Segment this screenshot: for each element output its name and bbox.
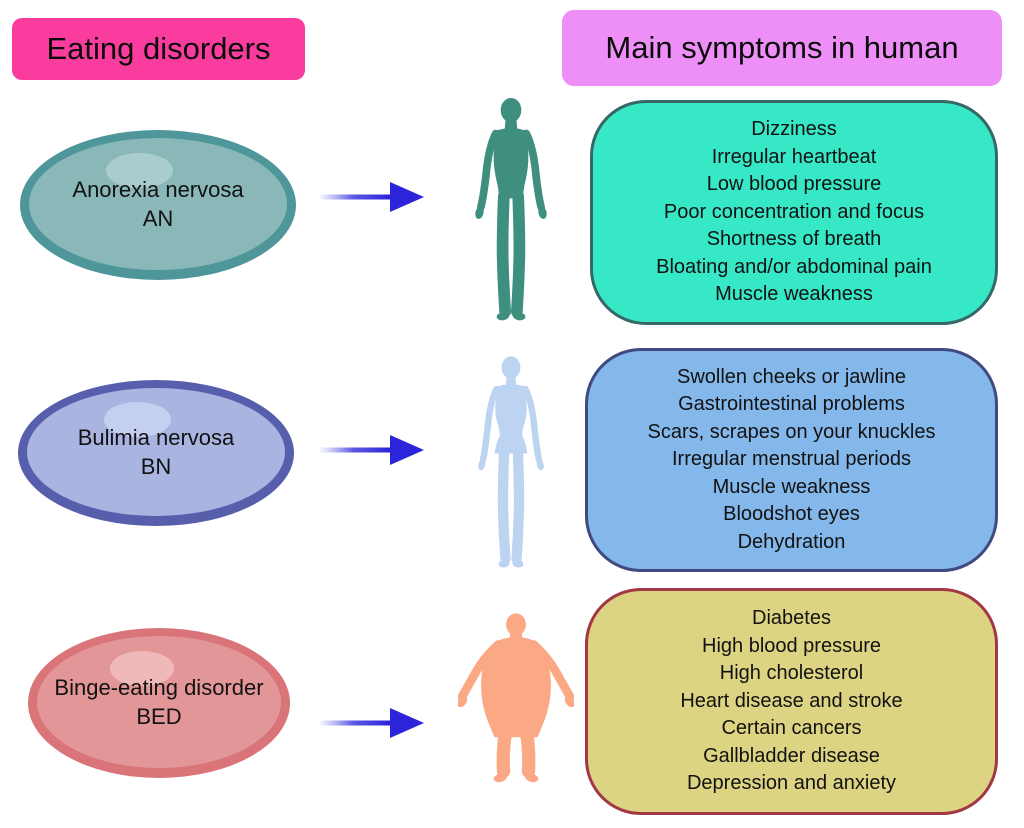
binge-eating-ellipse-inner: Binge-eating disorder BED (37, 636, 281, 768)
symptom-line: Low blood pressure (706, 173, 882, 196)
symptom-line: Certain cancers (721, 717, 862, 740)
thin-human-figure-icon (475, 97, 547, 321)
anorexia-ellipse-inner: Anorexia nervosa AN (29, 138, 287, 270)
slim-female-human-figure-icon (478, 356, 544, 568)
symptom-line: Gallbladder disease (703, 744, 880, 767)
disorder-name: Anorexia nervosa (72, 177, 244, 202)
symptom-line: High cholesterol (719, 662, 864, 685)
symptom-line: Diabetes (752, 607, 831, 630)
symptom-line: Irregular heartbeat (711, 145, 877, 168)
symptom-line: Muscle weakness (715, 283, 873, 306)
anorexia-ellipse: Anorexia nervosa AN (20, 130, 296, 280)
symptom-line: High blood pressure (702, 634, 881, 657)
ellipse-highlight (106, 152, 174, 189)
symptom-line: Scars, scrapes on your knuckles (647, 420, 936, 443)
symptom-line: Bloating and/or abdominal pain (656, 255, 932, 278)
disorder-name: Binge-eating disorder (54, 675, 264, 700)
arrow-icon (320, 708, 424, 738)
disorder-abbreviation: BED (136, 704, 182, 729)
symptom-line: Muscle weakness (712, 475, 871, 498)
disorder-name: Bulimia nervosa (77, 425, 235, 450)
eating-disorders-header: Eating disorders (12, 18, 305, 80)
main-symptoms-header: Main symptoms in human (562, 10, 1002, 86)
symptom-line: Dehydration (737, 530, 846, 553)
ellipse-highlight (104, 402, 172, 437)
disorder-abbreviation: AN (142, 206, 174, 231)
symptom-line: Shortness of breath (706, 228, 882, 251)
arrow-icon (320, 182, 424, 212)
symptom-line: Irregular menstrual periods (672, 448, 911, 471)
symptom-line: Poor concentration and focus (663, 200, 925, 223)
symptom-line: Dizziness (751, 118, 837, 141)
main-symptoms-header-label: Main symptoms in human (605, 30, 959, 65)
arrow-icon (320, 435, 424, 465)
bulimia-ellipse: Bulimia nervosa BN (18, 380, 294, 526)
symptom-line: Gastrointestinal problems (678, 393, 905, 416)
disorder-abbreviation: BN (140, 454, 172, 479)
symptom-line: Depression and anxiety (686, 772, 896, 795)
binge-eating-ellipse: Binge-eating disorder BED (28, 628, 290, 778)
overweight-human-figure-icon (458, 613, 574, 783)
eating-disorders-header-label: Eating disorders (46, 31, 271, 66)
symptom-line: Heart disease and stroke (680, 689, 903, 712)
symptom-line: Bloodshot eyes (723, 503, 860, 526)
bulimia-ellipse-inner: Bulimia nervosa BN (27, 388, 285, 516)
symptom-line: Swollen cheeks or jawline (676, 365, 906, 388)
ellipse-highlight (110, 650, 174, 687)
